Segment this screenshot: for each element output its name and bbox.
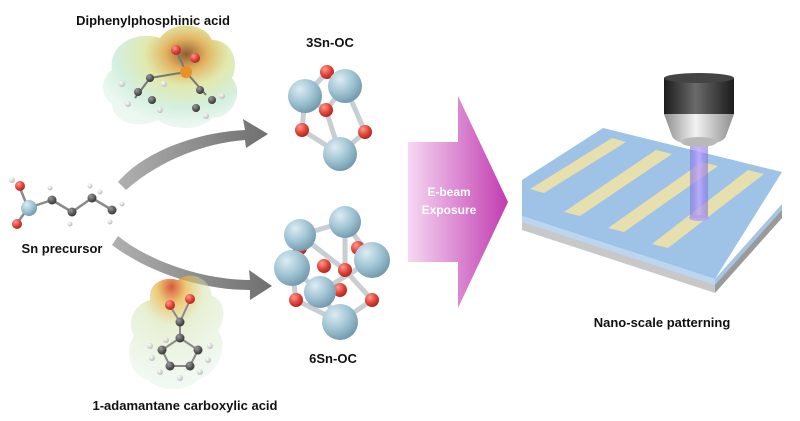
3sn-oc-cluster <box>288 65 372 171</box>
sn-precursor-model <box>9 177 125 229</box>
electron-beam <box>689 140 709 221</box>
sn-precursor-label: Sn precursor <box>22 241 103 256</box>
arrow-to-3sn-oc <box>118 119 268 190</box>
nano-scale-patterning-label: Nano-scale patterning <box>594 315 731 330</box>
adamantane-carboxylic-acid-label: 1-adamantane carboxylic acid <box>93 398 278 413</box>
exposure-label: Exposure <box>422 203 477 217</box>
diphenylphosphinic-acid-label: Diphenylphosphinic acid <box>76 13 230 28</box>
diphenylphosphinic-acid-model <box>103 25 238 128</box>
6sn-oc-label: 6Sn-OC <box>309 351 357 366</box>
3sn-oc-label: 3Sn-OC <box>306 35 354 50</box>
6sn-oc-cluster <box>274 206 390 340</box>
ebeam-exposure-arrow <box>408 96 508 308</box>
ebeam-column-icon <box>664 73 734 147</box>
ebeam-label: E-beam <box>427 185 470 199</box>
arrow-to-6sn-oc <box>112 236 272 300</box>
adamantane-carboxylic-acid-model <box>129 275 224 389</box>
